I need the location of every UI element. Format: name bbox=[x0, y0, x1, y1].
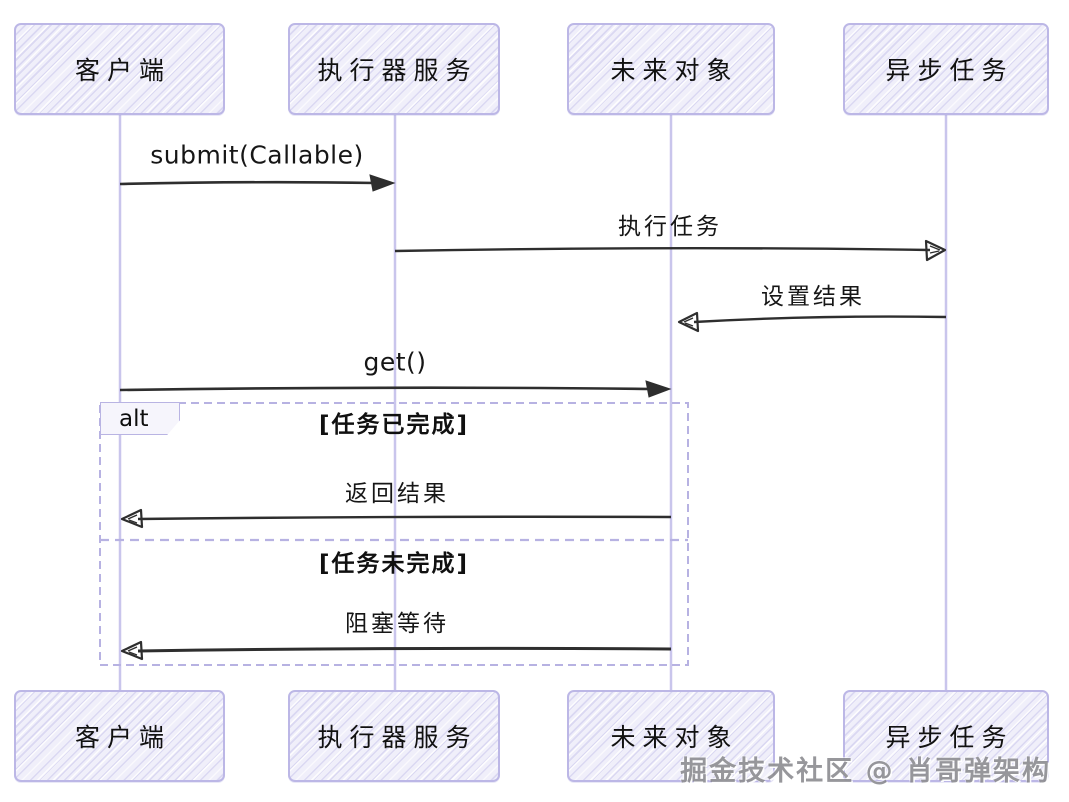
arrow-return-result bbox=[137, 515, 672, 521]
participant-client-label: 客户端 bbox=[74, 56, 171, 85]
arrowhead-block-wait-hatch bbox=[127, 646, 138, 656]
message-label-block-wait: 阻塞等待 bbox=[345, 611, 449, 637]
participant-client-bottom: 客户端 bbox=[14, 690, 225, 782]
alt-condition-done: [任务已完成] bbox=[318, 412, 470, 438]
participant-future-label: 未来对象 bbox=[610, 56, 739, 85]
participant-task-bottom: 异步任务 bbox=[843, 690, 1049, 782]
participant-task-label: 异步任务 bbox=[885, 723, 1014, 752]
watermark-text: 掘金技术社区 @ 肖哥弹架构 bbox=[680, 756, 1051, 787]
participant-executor-label: 执行器服务 bbox=[317, 723, 478, 752]
participant-future-top: 未来对象 bbox=[567, 23, 775, 115]
alt-condition-not-done: [任务未完成] bbox=[318, 551, 470, 577]
message-label-get: get() bbox=[363, 347, 427, 377]
arrow-submit bbox=[119, 180, 377, 186]
participant-future-bottom: 未来对象 bbox=[567, 690, 775, 782]
message-label-return-result: 返回结果 bbox=[345, 481, 449, 507]
participant-task-label: 异步任务 bbox=[885, 56, 1014, 85]
participant-executor-top: 执行器服务 bbox=[288, 23, 500, 115]
message-label-set-result: 设置结果 bbox=[761, 284, 865, 310]
participant-task-top: 异步任务 bbox=[843, 23, 1049, 115]
message-label-execute: 执行任务 bbox=[618, 214, 722, 240]
alt-operator-tab: alt bbox=[100, 402, 180, 435]
participant-executor-bottom: 执行器服务 bbox=[288, 690, 500, 782]
alt-operator-label: alt bbox=[119, 405, 149, 432]
arrowhead-execute-hatch bbox=[929, 245, 941, 254]
arrow-set-result bbox=[693, 315, 947, 324]
arrowhead-set-result-hatch bbox=[683, 317, 694, 327]
arrowhead-get bbox=[645, 380, 672, 398]
message-label-submit: submit(Callable) bbox=[150, 140, 364, 170]
participant-client-label: 客户端 bbox=[74, 723, 171, 752]
arrowhead-block-wait bbox=[120, 640, 144, 661]
participant-executor-label: 执行器服务 bbox=[317, 56, 478, 85]
arrowhead-submit bbox=[369, 174, 396, 192]
arrowhead-set-result bbox=[677, 311, 700, 333]
arrow-execute bbox=[394, 247, 931, 253]
arrowhead-return-result bbox=[120, 508, 144, 529]
participant-future-label: 未来对象 bbox=[610, 723, 739, 752]
alt-frame bbox=[99, 402, 689, 666]
arrow-get bbox=[119, 386, 653, 392]
arrow-block-wait bbox=[137, 646, 672, 653]
arrowhead-execute bbox=[924, 239, 947, 262]
participant-client-top: 客户端 bbox=[14, 23, 225, 115]
arrowhead-return-result-hatch bbox=[127, 514, 138, 524]
